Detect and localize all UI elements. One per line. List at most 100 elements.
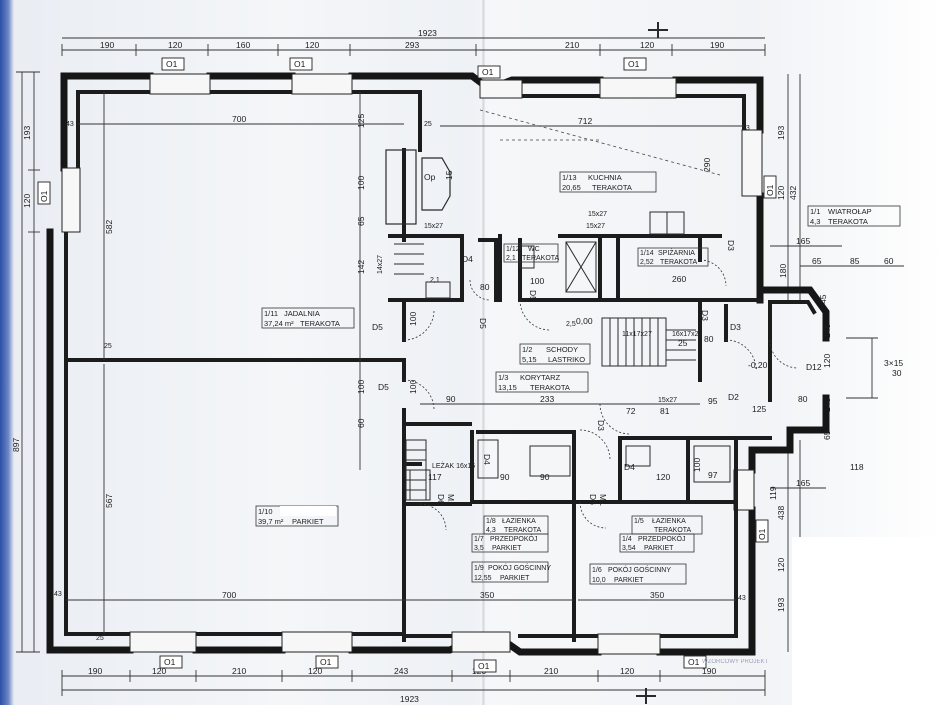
window-label-o1: O1 <box>757 528 767 540</box>
level-mark: -0,20 <box>748 360 768 370</box>
door-labels: D4 D5 D5 D5 D5 D3 D3 D3 D3 D2 D12 D4 D4 … <box>372 240 822 506</box>
dim-value: 25 <box>678 338 688 348</box>
window-label-o1: O1 <box>478 661 490 671</box>
door-swings <box>403 259 799 531</box>
dim-value: 582 <box>104 220 114 234</box>
door-label: D5 <box>528 290 538 301</box>
dim-value: 712 <box>578 116 592 126</box>
dim-value: 45 <box>818 294 828 304</box>
door-label: D4 <box>462 254 473 264</box>
room-number: 1/3 <box>498 373 508 382</box>
dim-value: 118 <box>850 462 864 472</box>
room-number: 1/12 <box>506 246 520 253</box>
level-mark: 0,00 <box>576 316 593 326</box>
room-area: 37,24 m² <box>264 319 294 328</box>
room-number: 1/5 <box>634 518 644 525</box>
room-floor: TERAKOTA <box>592 183 632 192</box>
room-number: 1/6 <box>592 567 602 574</box>
room-label-korytarz: 1/3 KORYTARZ 13,15 TERAKOTA <box>495 371 589 393</box>
dim-top-5: 293 <box>405 40 419 50</box>
binder-edge <box>0 0 14 705</box>
dim-bottom-2: 120 <box>152 666 166 676</box>
room-area: 2,1 <box>506 255 516 262</box>
dim-left-total: 897 <box>11 438 21 452</box>
room-number: 1/7 <box>474 536 484 543</box>
stamp-text: WZORCOWY PROJEKT <box>702 659 769 665</box>
room-number: 1/1 <box>810 207 820 216</box>
room-floor: PARKIET <box>644 545 674 552</box>
dim-top-4: 120 <box>305 40 319 50</box>
chimney-size: 15x27 <box>424 223 443 230</box>
chimney-size: 14x27 <box>377 255 384 274</box>
room-name: ŁAZIENKA <box>502 518 536 525</box>
dim-value: 60 <box>356 418 366 428</box>
room-floor: PARKIET <box>614 577 644 584</box>
room-area: 20,65 <box>562 183 581 192</box>
dim-value: 290 <box>702 158 712 172</box>
dim-bottom-total: 1923 <box>400 694 419 704</box>
wall-thickness: 25 <box>104 343 112 350</box>
dim-value: 80 <box>480 282 490 292</box>
wall-thickness: 25 <box>424 121 432 128</box>
room-label-pokoj-b: 1/6 POKÓJ GOŚCINNY 10,0 PARKIET <box>589 563 687 585</box>
chimney-size: 15x27 <box>588 211 607 218</box>
room-floor: TERAKOTA <box>654 527 692 534</box>
room-area: 12,55 <box>474 575 492 582</box>
dim-left-1: 193 <box>22 126 32 140</box>
dim-top-1: 190 <box>100 40 114 50</box>
room-name: KORYTARZ <box>520 373 561 382</box>
room-floor: PARKIET <box>292 517 324 526</box>
section-mark-bottom <box>636 688 656 704</box>
dim-value: 148 <box>822 398 832 412</box>
dim-value: 120 <box>656 472 670 482</box>
room-name: ŁAZIENKA <box>652 518 686 525</box>
door-label: D12 <box>806 362 822 372</box>
window-labels: O1 O1 O1 O1 O1 O1 O1 O1 O1 O1 O1 <box>37 57 777 673</box>
dim-bottom-7: 210 <box>544 666 558 676</box>
blanked-room-name <box>280 506 336 516</box>
room-label-lazienka-a: 1/8 ŁAZIENKA 4,3 TERAKOTA <box>483 515 549 535</box>
wall-thickness: 43 <box>54 591 62 598</box>
window-label-o1: O1 <box>294 59 306 69</box>
dim-value: 80 <box>798 394 808 404</box>
heater-label: Op <box>424 172 436 182</box>
room-area: 2,52 <box>640 259 654 266</box>
room-floor: TERAKOTA <box>828 217 868 226</box>
section-mark-top <box>648 22 668 38</box>
page-spine <box>482 0 485 705</box>
dim-top-6: 210 <box>565 40 579 50</box>
dim-value: 65 <box>356 216 366 226</box>
window-label-o1: O1 <box>688 657 700 667</box>
room-floor: PARKIET <box>492 545 522 552</box>
room-floor: TERAKOTA <box>504 527 542 534</box>
dim-value: 119 <box>768 486 778 500</box>
room-area: 3,54 <box>622 545 636 552</box>
interior-dimensions: 700 712 700 350 350 582 567 125 100 65 1… <box>66 92 904 634</box>
room-number: 1/13 <box>562 173 577 182</box>
door-label: D3 <box>730 322 741 332</box>
room-number: 1/10 <box>258 507 273 516</box>
dim-value: 95 <box>708 396 718 406</box>
stair-spec: 16x17x27 <box>672 331 702 338</box>
dim-value: 90 <box>446 394 456 404</box>
dim-top-total: 1923 <box>418 28 437 38</box>
chimney-size: 15x27 <box>658 397 677 404</box>
dim-value: 165 <box>796 478 810 488</box>
room-floor: TERAKOTA <box>530 383 570 392</box>
dim-value: 117 <box>428 472 442 482</box>
entrance-step-spec: 3×15 30 <box>846 337 903 399</box>
room-name: WIATROŁAP <box>828 207 872 216</box>
dim-bottom-1: 190 <box>88 666 102 676</box>
dim-right-1: 193 <box>776 126 786 140</box>
dim-value: 81 <box>660 406 670 416</box>
door-label: D5 <box>372 322 383 332</box>
room-number: 1/9 <box>474 565 484 572</box>
room-number: 1/11 <box>264 309 278 318</box>
window-label-o1: O1 <box>39 190 49 202</box>
dim-value: 90 <box>500 472 510 482</box>
room-label-kuchnia: 1/13 KUCHNIA 20,65 TERAKOTA <box>559 171 657 193</box>
room-number: 1/8 <box>486 518 496 525</box>
dim-value: 80 <box>704 334 714 344</box>
dimension-chain-left: 193 120 897 <box>11 71 40 653</box>
